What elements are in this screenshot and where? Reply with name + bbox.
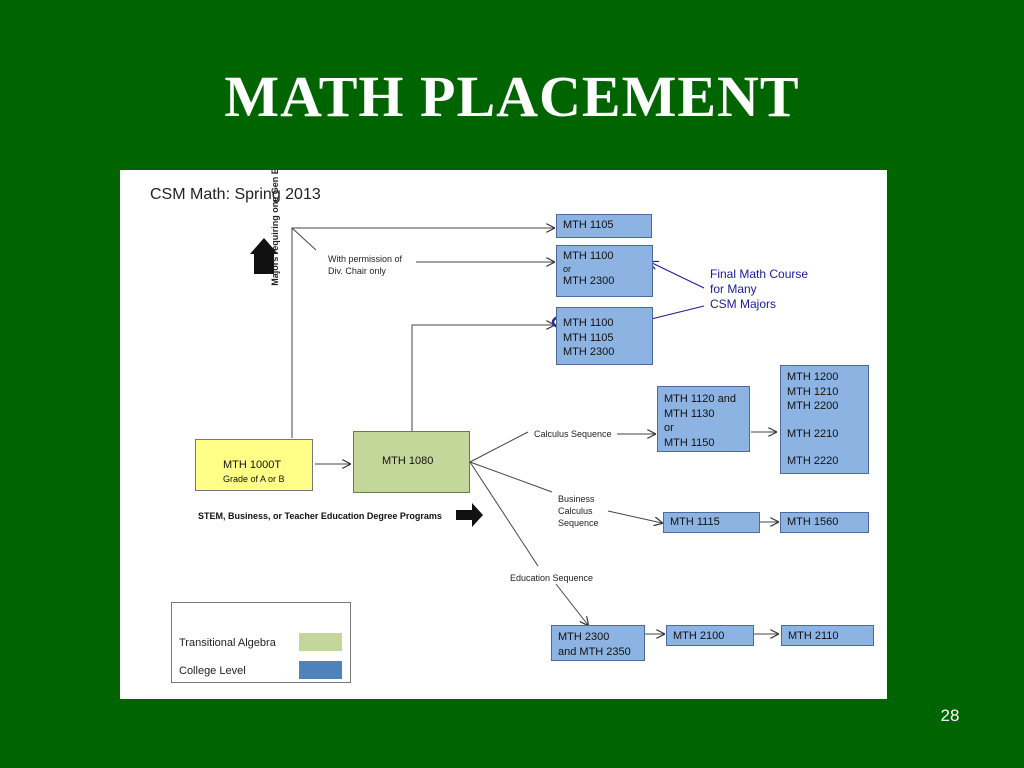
- box-line: MTH 1105: [563, 331, 614, 344]
- line-1080-business: [469, 461, 553, 493]
- box-line: Grade of A or B: [223, 473, 285, 484]
- box-line: MTH 1560: [787, 516, 839, 528]
- up-arrow-icon: [250, 238, 278, 274]
- calculus-sequence-label: Calculus Sequence: [534, 429, 612, 439]
- final-course-note: Final Math Course for Many CSM Majors: [710, 267, 808, 312]
- box-line: MTH 1100: [563, 317, 614, 329]
- box-line: MTH 2100: [673, 630, 725, 642]
- line-business-arrow: [607, 510, 662, 523]
- permission-label: With permission of Div. Chair only: [328, 253, 402, 277]
- diagram-title: CSM Math: Spring 2013: [150, 186, 321, 203]
- label-line: Sequence: [558, 518, 599, 528]
- box-line: MTH 1080: [382, 455, 434, 467]
- legend-swatch-transitional: [299, 633, 342, 651]
- box-mth1080: MTH 1080: [353, 431, 470, 493]
- callout-line-2: [643, 305, 705, 321]
- box-line: MTH 1100: [563, 250, 614, 262]
- box-line: MTH 1115: [670, 516, 720, 528]
- box-mth1100-1105-2300: MTH 1100 MTH 1105 MTH 2300: [556, 307, 653, 365]
- box-line: [787, 441, 862, 454]
- box-line: MTH 2220: [787, 455, 839, 467]
- box-line: or: [563, 263, 572, 274]
- slide-number: 28: [940, 706, 960, 725]
- box-mth1115: MTH 1115: [663, 512, 760, 533]
- box-line: MTH 2300: [558, 631, 610, 643]
- box-mth2100: MTH 2100: [666, 625, 754, 646]
- box-line: MTH 1120 and: [664, 393, 736, 405]
- label-line: Div. Chair only: [328, 266, 386, 276]
- line-1080-calculus: [469, 431, 529, 463]
- box-line: and MTH 2350: [558, 645, 631, 658]
- box-line: MTH 2300: [563, 274, 615, 287]
- box-line: MTH 1130: [664, 407, 715, 420]
- line-permission: [291, 227, 317, 251]
- box-line: MTH 1150: [664, 436, 715, 449]
- label-line: Calculus: [558, 506, 593, 516]
- box-mth2110: MTH 2110: [781, 625, 874, 646]
- right-arrow-icon: [456, 503, 483, 527]
- label-line: With permission of: [328, 254, 403, 264]
- note-line: CSM Majors: [710, 297, 777, 311]
- box-mth1100-or-2300: MTH 1100 or MTH 2300: [556, 245, 653, 297]
- box-line: MTH 1210: [787, 385, 839, 398]
- legend: Transitional Algebra College Level: [171, 602, 351, 683]
- education-sequence-label: Education Sequence: [510, 573, 594, 583]
- box-mth1000t: MTH 1000T Grade of A or B: [195, 439, 313, 491]
- box-mth2300-2350: MTH 2300 and MTH 2350: [551, 625, 645, 661]
- legend-label-college: College Level: [179, 665, 246, 677]
- box-line: MTH 2110: [788, 630, 839, 642]
- box-line: MTH 1105: [563, 219, 614, 231]
- box-mth1200-group: MTH 1200 MTH 1210 MTH 2200 MTH 2210 MTH …: [780, 365, 869, 474]
- box-mth1560: MTH 1560: [780, 512, 869, 533]
- slide-title: MATH PLACEMENT: [224, 64, 800, 129]
- note-line: for Many: [710, 282, 757, 296]
- business-calculus-label: Business Calculus Sequence: [558, 493, 599, 529]
- box-line: [787, 414, 862, 427]
- box-mth1105: MTH 1105: [556, 214, 652, 238]
- box-line: or: [664, 422, 674, 434]
- legend-label-transitional: Transitional Algebra: [179, 637, 276, 649]
- box-mth1120-1130-1150: MTH 1120 and MTH 1130 or MTH 1150: [657, 386, 750, 452]
- placement-flowchart: CSM Math: Spring 2013: [120, 170, 887, 699]
- box-line: MTH 2300: [563, 346, 615, 358]
- box-line: MTH 1200: [787, 371, 839, 383]
- note-line: Final Math Course: [710, 267, 809, 281]
- line-education-arrow: [555, 583, 588, 625]
- degree-programs-label: STEM, Business, or Teacher Education Deg…: [198, 511, 442, 521]
- legend-swatch-college: [299, 661, 342, 679]
- box-line: MTH 2210: [787, 427, 839, 440]
- majors-gen-ed-label: Majors requiring one Gen Ed Math: [270, 170, 280, 286]
- box-line: MTH 2200: [787, 400, 839, 412]
- line-1080-up: [411, 325, 554, 432]
- line-1080-education: [469, 461, 539, 567]
- box-line: MTH 1000T: [223, 459, 282, 471]
- label-line: Business: [558, 494, 595, 504]
- callout-line-1: [650, 262, 705, 289]
